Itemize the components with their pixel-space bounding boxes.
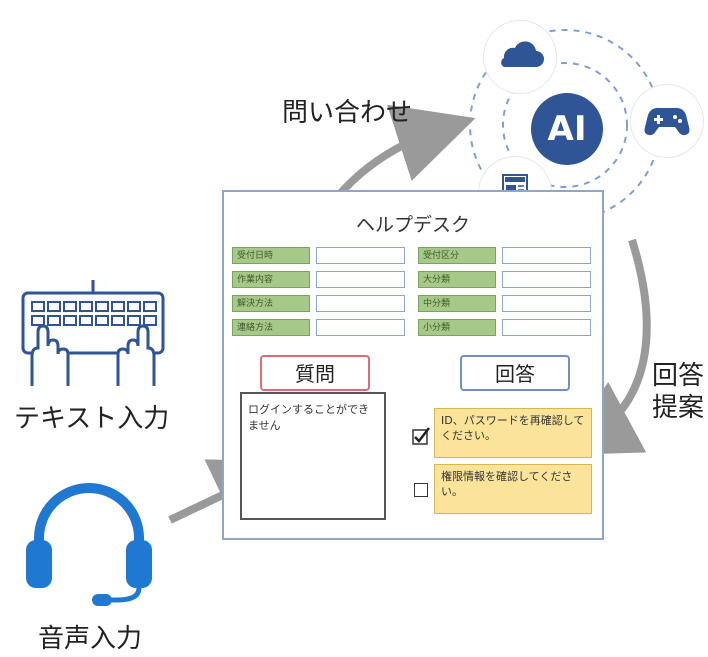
field-input[interactable] bbox=[502, 247, 591, 264]
answer-suggestion-2[interactable]: 権限情報を確認してください。 bbox=[434, 464, 592, 514]
field-input[interactable] bbox=[316, 295, 405, 312]
field-input[interactable] bbox=[316, 319, 405, 336]
form-title: ヘルプデスク bbox=[355, 214, 470, 236]
text-input-label: テキスト入力 bbox=[14, 404, 170, 434]
headset-icon bbox=[26, 483, 152, 606]
cloud-icon bbox=[501, 41, 544, 67]
question-button[interactable]: 質問 bbox=[260, 355, 370, 391]
field-input[interactable] bbox=[316, 247, 405, 264]
field-label: 連絡方法 bbox=[232, 319, 310, 336]
field-label: 受付日時 bbox=[232, 247, 310, 264]
question-flow-label: 問い合わせ bbox=[282, 98, 413, 128]
field-label: 作業内容 bbox=[232, 271, 310, 288]
suggest-arrow bbox=[556, 238, 651, 456]
answer-button[interactable]: 回答 bbox=[460, 355, 570, 391]
field-input[interactable] bbox=[316, 271, 405, 288]
answer-2-checkbox[interactable] bbox=[414, 483, 428, 497]
field-label: 解決方法 bbox=[232, 295, 310, 312]
answer-1-checkbox[interactable] bbox=[412, 426, 432, 450]
field-label: 受付区分 bbox=[418, 247, 496, 264]
field-label: 小分類 bbox=[418, 319, 496, 336]
field-input[interactable] bbox=[502, 319, 591, 336]
suggest-line-1: 回答 bbox=[652, 361, 705, 391]
helpdesk-form: ヘルプデスク 受付日時 作業内容 解決方法 連絡方法 受付区分 大分類 中分類 … bbox=[222, 190, 604, 540]
gamepad-icon bbox=[644, 107, 690, 136]
field-label: 大分類 bbox=[418, 271, 496, 288]
answer-suggestion-1[interactable]: ID、パスワードを再確認してください。 bbox=[434, 408, 592, 458]
suggest-line-2: 提案 bbox=[652, 393, 705, 423]
field-input[interactable] bbox=[502, 271, 591, 288]
field-label: 中分類 bbox=[418, 295, 496, 312]
question-textarea[interactable]: ログインすることができません bbox=[240, 392, 386, 520]
field-input[interactable] bbox=[502, 295, 591, 312]
keyboard-hands-icon bbox=[21, 280, 165, 386]
orbit-inner bbox=[502, 62, 628, 188]
gamepad-bubble bbox=[630, 84, 704, 158]
suggest-flow-label: 回答 提案 bbox=[652, 360, 704, 424]
ai-badge: AI bbox=[531, 93, 603, 165]
ai-label: AI bbox=[547, 109, 587, 149]
voice-input-label: 音声入力 bbox=[38, 624, 143, 654]
checkmark-icon bbox=[412, 427, 430, 445]
cloud-bubble bbox=[483, 20, 557, 94]
